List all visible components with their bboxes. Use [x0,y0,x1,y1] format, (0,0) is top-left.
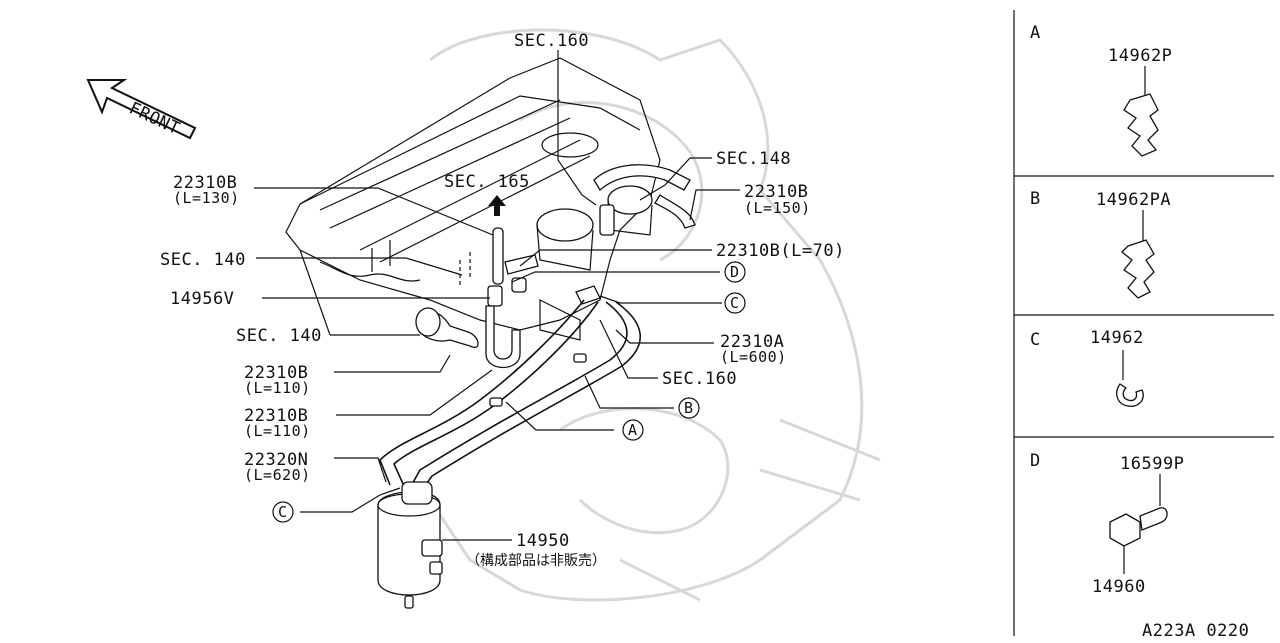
marker-b: B [678,397,700,419]
label-22310b-70: 22310B(L=70) [716,241,845,261]
front-arrow: FRONT [86,79,197,140]
label-22310b-150: 22310B [744,182,808,202]
marker-c1: C [724,292,746,314]
label-22310a: 22310A [720,332,784,352]
svg-text:C: C [730,294,740,312]
label-sec148: SEC.148 [716,149,791,169]
label-22310a-len: (L=600) [720,348,787,366]
label-sec160-top: SEC.160 [514,31,589,51]
panel-d-part-2: 14960 [1092,577,1146,597]
panel-c-letter: C [1030,330,1041,350]
label-22320n: 22320N [244,450,308,470]
label-14950-note: （構成部品は非販売） [466,553,606,569]
label-sec140-b: SEC. 140 [236,326,322,346]
svg-text:C: C [278,503,288,521]
svg-text:D: D [730,263,740,281]
label-sec165: SEC. 165 [444,172,530,192]
marker-d: D [724,261,746,283]
drawing-code: A223A 0220 [1142,621,1249,639]
marker-c2: C [272,501,294,523]
label-sec140-a: SEC. 140 [160,250,246,270]
label-22310b-130: 22310B [173,173,237,193]
panel-b-letter: B [1030,189,1041,209]
detail-panel-d: D 16599P 14960 [1030,451,1184,597]
canister-drawing [377,481,443,609]
label-22310b-110a: 22310B [244,363,308,383]
svg-text:A: A [628,421,638,439]
watermark-emblem [428,28,881,602]
label-sec160-b: SEC.160 [662,369,737,389]
label-22310b-110b: 22310B [244,406,308,426]
intake-drawing [536,164,696,271]
label-22320n-len: (L=620) [244,466,311,484]
marker-a: A [622,419,644,441]
label-22310b-110a-len: (L=110) [244,379,311,397]
engine-head-drawing [285,57,661,341]
label-22310b-130-len: (L=130) [173,189,240,207]
panel-a-letter: A [1030,23,1041,43]
panel-d-letter: D [1030,451,1041,471]
detail-panels: A 14962P B 14962PA C 14962 D 16599P 1496… [1013,10,1274,636]
svg-text:B: B [684,399,694,417]
up-arrow-icon [488,195,506,216]
front-label: FRONT [126,98,183,139]
callout-labels: SEC.160 SEC.148 SEC. 165 22310B (L=130) … [160,31,845,569]
label-22310b-110b-len: (L=110) [244,422,311,440]
detail-panel-b: B 14962PA [1030,189,1171,299]
detail-panel-c: C 14962 [1030,328,1144,407]
panel-c-part: 14962 [1090,328,1144,348]
panel-d-part-1: 16599P [1120,454,1184,474]
panel-a-part: 14962P [1108,46,1172,66]
leader-lines [254,50,740,541]
label-22310b-150-len: (L=150) [744,199,811,217]
canister-pipes [379,299,641,491]
panel-b-part: 14962PA [1096,190,1171,210]
label-14950: 14950 [516,531,570,551]
detail-panel-a: A 14962P [1030,23,1172,157]
label-14956v: 14956V [170,289,234,309]
